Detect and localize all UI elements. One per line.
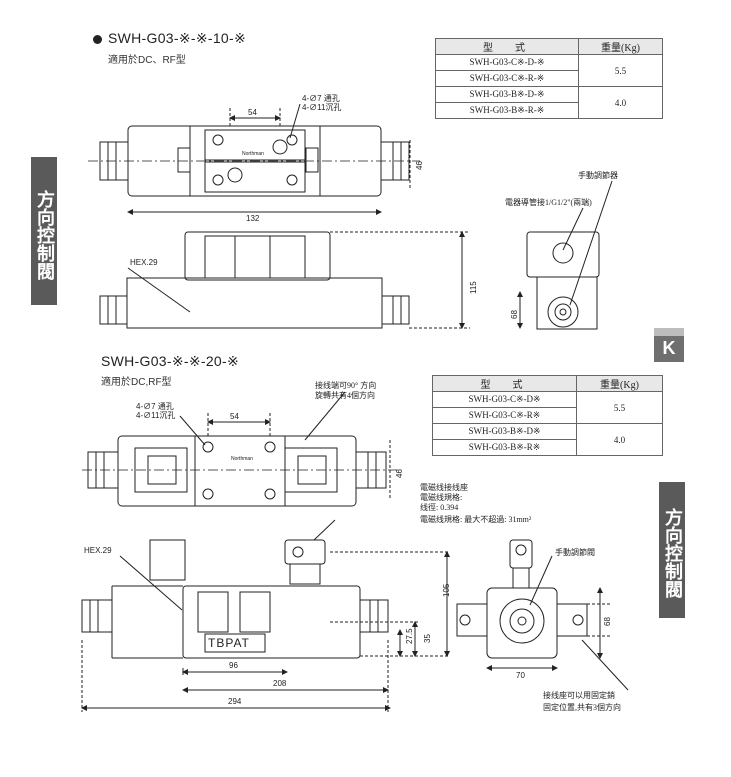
section1-title: SWH-G03-※-※-10-※ bbox=[93, 30, 246, 47]
dim-46: 46 bbox=[415, 161, 424, 170]
dim-294: 294 bbox=[228, 697, 242, 706]
connector-note-1: 電磁线接线座 bbox=[420, 482, 468, 492]
section2-title: SWH-G03-※-※-20-※ bbox=[101, 353, 239, 369]
dim-208: 208 bbox=[273, 679, 287, 688]
brand-label-2: Northman bbox=[231, 456, 253, 462]
section2-subtitle: 適用於DC,RF型 bbox=[101, 377, 172, 388]
table-cell-weight: 4.0 bbox=[578, 86, 663, 119]
dim-35: 35 bbox=[423, 634, 432, 643]
side-tab-k: K bbox=[654, 328, 684, 362]
hole-label-2: 4-∅11沉孔 bbox=[302, 103, 341, 112]
manual-label: 手動調節器 bbox=[578, 170, 618, 180]
front-view-2 bbox=[81, 519, 450, 712]
dim-54: 54 bbox=[248, 108, 257, 117]
table-cell-model: SWH-G03-C※-D※ bbox=[432, 391, 577, 408]
hex-label-2: HEX.29 bbox=[84, 546, 112, 555]
dim-46-b: 46 bbox=[395, 469, 404, 478]
table-header-weight: 重量(Kg) bbox=[576, 375, 663, 392]
conduit-label: 電器導管接1/G1/2"(兩端) bbox=[505, 197, 592, 207]
hex-label: HEX.29 bbox=[130, 258, 158, 267]
front-view-1 bbox=[99, 231, 470, 329]
dim-70: 70 bbox=[516, 671, 525, 680]
table-cell-model: SWH-G03-B※-R-※ bbox=[435, 102, 579, 119]
table-cell-weight: 4.0 bbox=[576, 423, 663, 456]
fix-note-2: 固定位置,共有3個方向 bbox=[543, 702, 621, 712]
section2-spec-table: 型 式 重量(Kg) SWH-G03-C※-D※5.5 SWH-G03-C※-R… bbox=[432, 375, 663, 456]
table-header-model: 型 式 bbox=[432, 375, 577, 392]
tbpat-label: TBPAT bbox=[208, 636, 250, 650]
section1-spec-table: 型 式 重量(Kg) SWH-G03-C※-D-※5.5 SWH-G03-C※-… bbox=[435, 38, 663, 119]
hole-label-1: 4-∅7 通孔 bbox=[302, 93, 340, 103]
table-header-model: 型 式 bbox=[435, 38, 579, 55]
side-view-1 bbox=[517, 180, 613, 330]
fix-note-1: 接线座可以用固定銷 bbox=[543, 690, 615, 700]
side-view-2 bbox=[456, 539, 629, 691]
top-view-1 bbox=[88, 103, 420, 215]
table-cell-model: SWH-G03-B※-D※ bbox=[432, 423, 577, 440]
manual-label-2: 手動調節閥 bbox=[555, 547, 595, 557]
top-view-2 bbox=[82, 391, 400, 507]
table-cell-model: SWH-G03-C※-R※ bbox=[432, 407, 577, 424]
table-cell-model: SWH-G03-B※-R※ bbox=[432, 439, 577, 456]
dim-115: 115 bbox=[469, 281, 478, 294]
section1-title-text: SWH-G03-※-※-10-※ bbox=[108, 30, 246, 46]
table-cell-weight: 5.5 bbox=[576, 391, 663, 424]
connector-note-4: 電磁线規格: 最大不超過: 31mm² bbox=[420, 514, 532, 524]
connector-note-3: 线徑: 0.394 bbox=[420, 502, 458, 512]
bullet-icon bbox=[93, 34, 102, 44]
hole-label-4: 4-∅11沉孔 bbox=[136, 411, 175, 420]
rotate-label-2: 旋轉共有4個方向 bbox=[315, 390, 375, 400]
dim-68-b: 68 bbox=[603, 617, 612, 626]
dim-132: 132 bbox=[246, 214, 260, 223]
hole-label-3: 4-∅7 通孔 bbox=[136, 401, 174, 411]
rotate-label-1: 接线端可90° 方向 bbox=[315, 380, 376, 390]
brand-label: Northman bbox=[242, 151, 264, 157]
dim-105: 105 bbox=[442, 583, 451, 597]
connector-note-2: 電磁线規格: bbox=[420, 492, 462, 502]
dim-96: 96 bbox=[229, 661, 238, 670]
section1-subtitle: 適用於DC、RF型 bbox=[108, 55, 186, 66]
side-tab-right: 方向控制閥 bbox=[659, 482, 685, 618]
dim-27-5: 27.5 bbox=[405, 628, 414, 644]
side-tab-left: 方向控制閥 bbox=[31, 157, 57, 305]
dim-68: 68 bbox=[510, 310, 519, 319]
dim-54-b: 54 bbox=[230, 412, 239, 421]
